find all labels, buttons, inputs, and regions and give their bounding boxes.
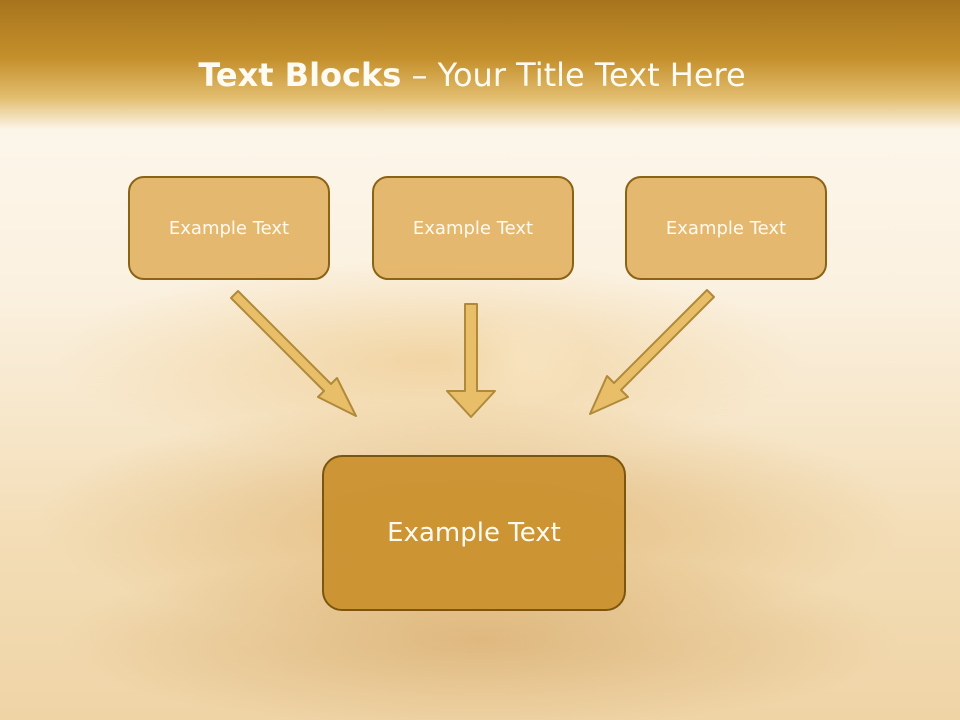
text-block-1-label: Example Text [168,217,290,239]
arrow-right [589,289,715,415]
slide-title: Text Blocks – Your Title Text Here [0,56,944,94]
text-block-2-label: Example Text [412,217,534,239]
text-block-main-label: Example Text [387,518,561,548]
title-bold: Text Blocks [198,56,402,94]
arrow-center [446,303,496,418]
text-block-3-label: Example Text [665,217,787,239]
text-block-main: Example Text [322,455,626,611]
text-block-1: Example Text [128,176,330,280]
text-block-2: Example Text [372,176,574,280]
title-dash: – [401,56,438,94]
title-rest: Your Title Text Here [437,56,746,94]
arrow-left [230,290,357,417]
title-band [0,0,960,130]
text-block-3: Example Text [625,176,827,280]
